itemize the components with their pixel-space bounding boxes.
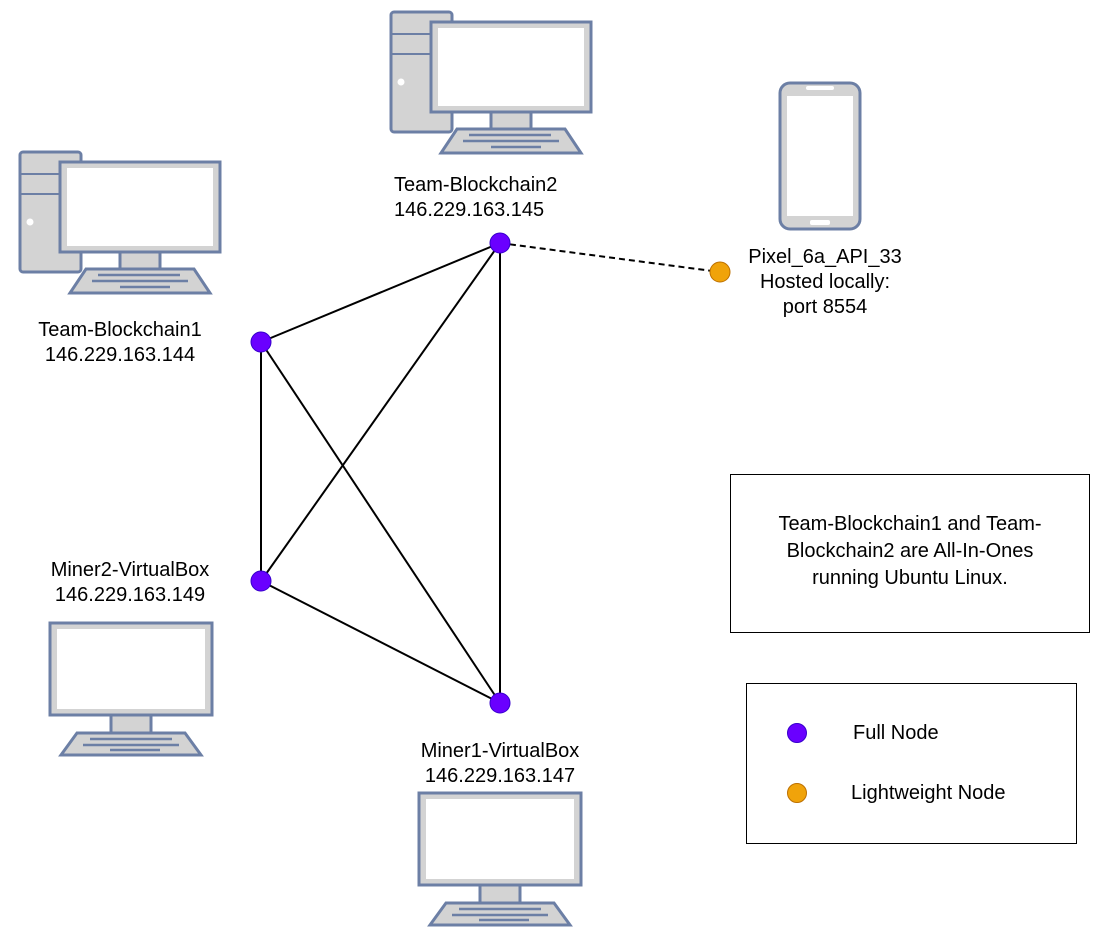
node-name: Team-Blockchain1 — [38, 319, 202, 341]
node-name: Miner2-VirtualBox — [50, 559, 210, 581]
node-name: Miner1-VirtualBox — [420, 740, 580, 762]
node-name: Pixel_6a_API_33 — [748, 246, 902, 268]
node-ip: 146.229.163.147 — [424, 765, 576, 787]
edge-miner2-miner1 — [260, 580, 501, 704]
note-text: Team-Blockchain1 and Team-Blockchain2 ar… — [778, 513, 1042, 589]
node-hosting: Hosted locally: — [759, 271, 891, 293]
node-port: port 8554 — [782, 296, 868, 318]
all-in-one-desktop-icon — [18, 150, 222, 295]
full-node-dot — [250, 331, 272, 353]
smartphone-icon — [778, 81, 862, 231]
node-label-team-blockchain1: Team-Blockchain1 146.229.163.144 — [20, 318, 220, 368]
monitor-icon — [417, 791, 583, 927]
legend-lightweight-node-dot — [787, 783, 807, 803]
full-node-dot — [489, 692, 511, 714]
legend-lightweight-node-label: Lightweight Node — [851, 782, 1006, 804]
node-label-miner1-virtualbox: Miner1-VirtualBox 146.229.163.147 — [400, 739, 600, 789]
legend: Full Node Lightweight Node — [746, 683, 1077, 844]
legend-full-node-dot — [787, 723, 807, 743]
connection-edges — [260, 242, 501, 704]
all-in-one-desktop-icon — [389, 10, 593, 155]
monitor-icon — [48, 621, 214, 757]
node-ip: 146.229.163.144 — [44, 344, 196, 366]
full-node-dot — [250, 570, 272, 592]
node-name: Team-Blockchain2 — [394, 174, 558, 196]
lightweight-node-dot — [709, 261, 731, 283]
node-label-miner2-virtualbox: Miner2-VirtualBox 146.229.163.149 — [30, 558, 230, 608]
node-ip: 146.229.163.145 — [394, 199, 545, 221]
legend-full-node-label: Full Node — [853, 722, 939, 744]
edge-tb1-tb2 — [260, 242, 501, 343]
full-node-dot — [489, 232, 511, 254]
edge-tb2-miner2 — [260, 242, 501, 582]
edge-tb2-mobile-dashed — [499, 242, 721, 273]
node-ip: 146.229.163.149 — [54, 584, 206, 606]
node-label-pixel: Pixel_6a_API_33 Hosted locally: port 855… — [725, 245, 925, 320]
note-box: Team-Blockchain1 and Team-Blockchain2 ar… — [730, 474, 1090, 633]
node-label-team-blockchain2: Team-Blockchain2 146.229.163.145 — [394, 173, 590, 223]
edge-tb1-miner1 — [260, 341, 501, 704]
